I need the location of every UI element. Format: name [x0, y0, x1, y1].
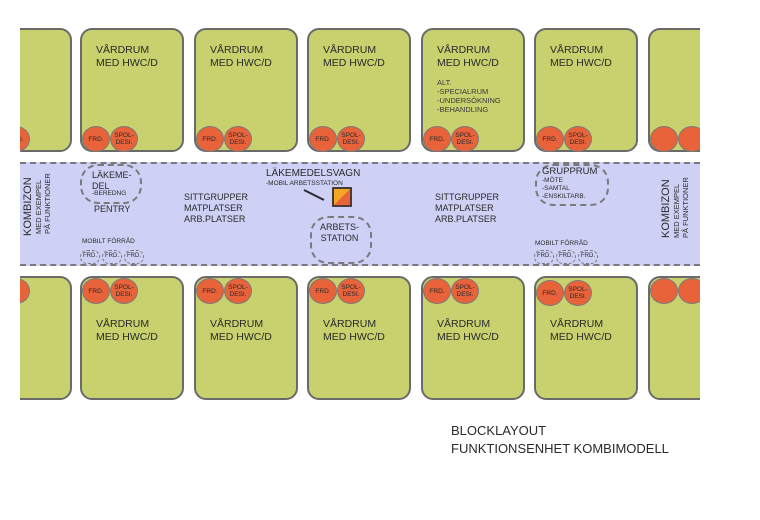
- grupprum-items: -MÖTE -SAMTAL -ENSKILTARB.: [542, 177, 586, 200]
- frd-circle: FRD.: [82, 126, 110, 152]
- spol-circle: SPOL- DESI.: [564, 280, 592, 306]
- frd-circle: FRD.: [196, 126, 224, 152]
- frd-circle: FRD.: [309, 278, 337, 304]
- frd-mini: FRD.: [578, 250, 598, 264]
- spol-circle: SPOL- DESI.: [337, 126, 365, 152]
- arbetsstation-oval: [310, 216, 372, 264]
- frd-circle: FRD.: [423, 126, 451, 152]
- pentry-label: PENTRY: [94, 204, 131, 214]
- title-line-1: BLOCKLAYOUT: [451, 423, 547, 438]
- frd-circle: FRD.: [423, 278, 451, 304]
- frd-circle: FRD.: [309, 126, 337, 152]
- lakemedelsvagn-label: LÄKEMEDELSVAGN: [266, 168, 361, 179]
- spol-circle: SPOL- DESI.: [224, 278, 252, 304]
- drawing-title-block: BLOCKLAYOUT FUNKTIONSENHET KOMBIMODELL: [451, 422, 669, 458]
- frd-mini: FRD.: [124, 250, 144, 264]
- room-label: VÅRDRUM MED HWC/D: [323, 318, 385, 343]
- room-label: VÅRDRUM MED HWC/D: [550, 44, 612, 69]
- frd-mini: FRD.: [80, 250, 100, 264]
- frd-mini: FRD.: [534, 250, 554, 264]
- floor-plan: VÅRDRUM MED HWC/D VÅRDRUM MED HWC/D VÅRD…: [20, 0, 700, 520]
- room-label: VÅRDRUM MED HWC/D: [323, 44, 385, 69]
- medicine-cart-icon: [303, 187, 352, 207]
- spol-circle: SPOL- DESI.: [451, 278, 479, 304]
- spol-circle: SPOL- DESI.: [564, 126, 592, 152]
- mobilt-forrad-right-label: MOBILT FÖRRÅD: [535, 240, 588, 247]
- kombizon-label-right: KOMBIZON: [660, 179, 672, 238]
- room-label: VÅRDRUM MED HWC/D: [96, 318, 158, 343]
- grupprum-oval: [535, 164, 609, 206]
- lakemedel-oval: [80, 164, 142, 204]
- frd-circle: FRD.: [536, 280, 564, 306]
- sittgrupper-left: SITTGRUPPER MATPLATSER ARB.PLATSER: [184, 192, 249, 224]
- spol-circle: SPOL- DESI.: [337, 278, 365, 304]
- spol-circle: SPOL- DESI.: [451, 126, 479, 152]
- room-top-2: VÅRDRUM MED HWC/D: [194, 28, 298, 152]
- room-label: VÅRDRUM MED HWC/D: [96, 44, 158, 69]
- sittgrupper-right: SITTGRUPPER MATPLATSER ARB.PLATSER: [435, 192, 500, 224]
- frd-mini: FRD.: [102, 250, 122, 264]
- room-label: VÅRDRUM MED HWC/D: [550, 318, 612, 343]
- arbetsstation-label: ARBETS- STATION: [320, 222, 360, 243]
- bereding-label: -BEREDNG: [92, 190, 127, 197]
- frd-circle: FRD.: [196, 278, 224, 304]
- frd-circle: FRD.: [82, 278, 110, 304]
- room-label: VÅRDRUM MED HWC/D: [210, 318, 272, 343]
- mobil-station-label: -MOBIL ARBETSSTATION: [266, 180, 343, 187]
- title-line-2: FUNKTIONSENHET KOMBIMODELL: [451, 441, 669, 456]
- spol-circle: SPOL- DESI.: [110, 278, 138, 304]
- room-partial-left-bottom: [20, 276, 72, 400]
- kombizon-sub-right: MED EXEMPEL PÅ FUNKTIONER: [672, 177, 690, 238]
- kombizon-label-left: KOMBIZON: [22, 177, 34, 236]
- lakemedel-label: LÄKEME- DEL: [92, 170, 132, 191]
- room-label: VÅRDRUM MED HWC/D: [210, 44, 272, 69]
- grupprum-label: GRUPPRUM: [542, 166, 598, 177]
- mobilt-forrad-left-label: MOBILT FÖRRÅD: [82, 238, 135, 245]
- blank-circle: [650, 126, 678, 152]
- spol-circle: SPOL- DESI.: [110, 126, 138, 152]
- frd-mini: FRD.: [556, 250, 576, 264]
- frd-circle: FRD.: [536, 126, 564, 152]
- blank-circle: [678, 126, 700, 152]
- spol-circle: SPOL- DESI.: [224, 126, 252, 152]
- room-label: VÅRDRUM MED HWC/D: [437, 318, 499, 343]
- blank-circle: [678, 278, 700, 304]
- kombizon-corridor: KOMBIZON MED EXEMPEL PÅ FUNKTIONER LÄKEM…: [20, 162, 700, 266]
- blank-circle: [650, 278, 678, 304]
- room-partial-left-top: [20, 28, 72, 152]
- alt-note: ALT. -SPECIALRUM -UNDERSÖKNING -BEHANDLI…: [437, 78, 501, 114]
- room-label: VÅRDRUM MED HWC/D: [437, 44, 499, 69]
- kombizon-sub-left: MED EXEMPEL PÅ FUNKTIONER: [34, 173, 52, 234]
